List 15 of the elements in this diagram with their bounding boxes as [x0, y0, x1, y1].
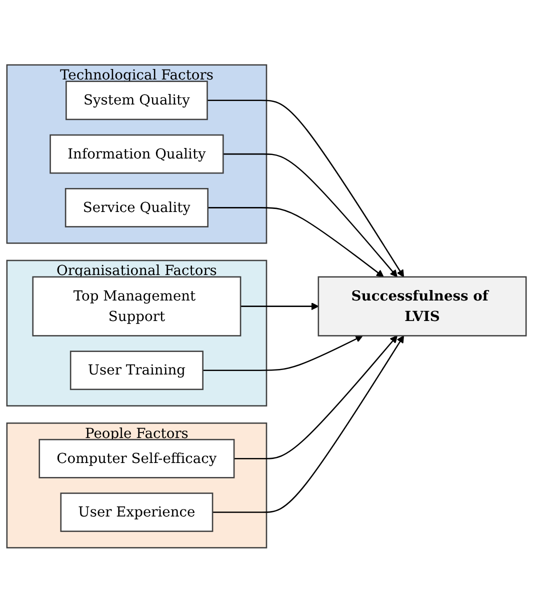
node-box: Computer Self-efficacy [38, 438, 235, 478]
arrow [207, 99, 404, 277]
arrow [202, 335, 363, 371]
arrow [223, 153, 398, 277]
arrow [212, 335, 404, 513]
arrow [208, 206, 384, 277]
node-box: Successfulness of LVIS [318, 276, 527, 336]
node-box: User Training [70, 350, 204, 390]
arrow [234, 335, 398, 459]
node-box: Service Quality [64, 188, 208, 228]
node-box: Information Quality [50, 134, 224, 174]
node-box: Top Management Support [32, 276, 242, 336]
node-box: System Quality [66, 80, 208, 120]
node-box: User Experience [60, 492, 214, 532]
arrow [240, 302, 319, 310]
